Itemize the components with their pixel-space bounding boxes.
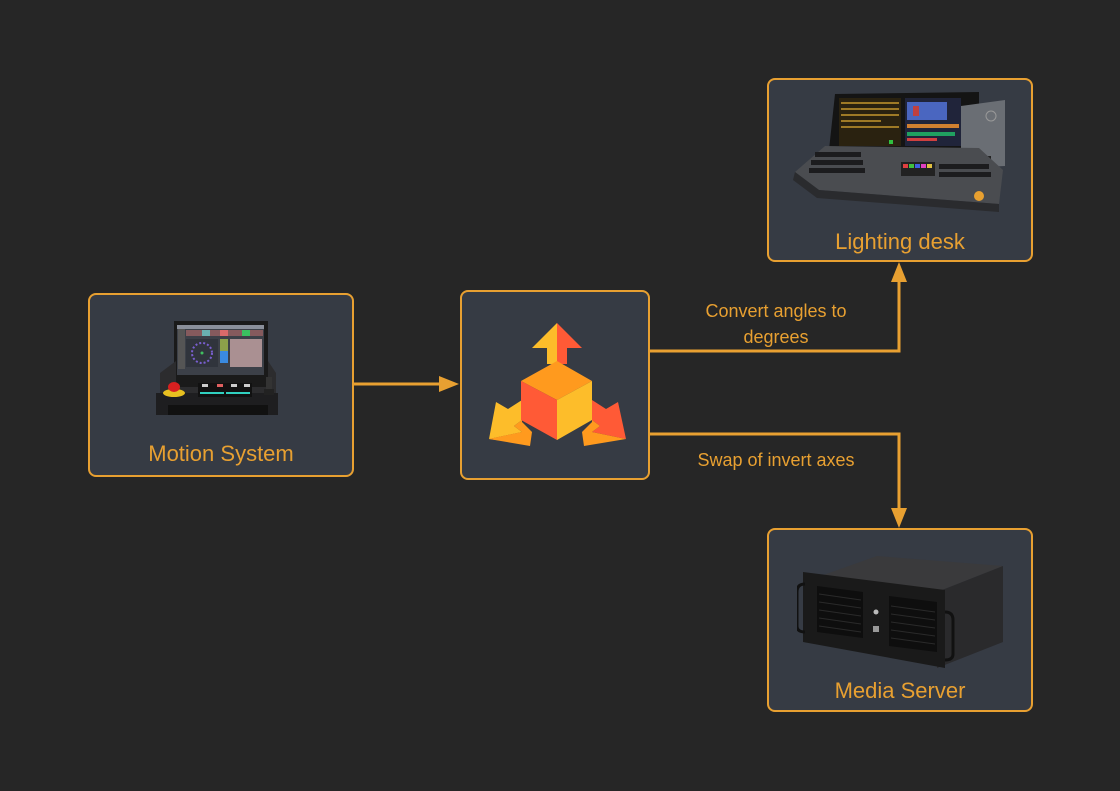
arrowhead — [891, 262, 907, 282]
node-lighting-desk[interactable]: Lighting desk — [767, 78, 1033, 262]
node-motion-system[interactable]: Motion System — [88, 293, 354, 477]
arrowhead — [439, 376, 459, 392]
rack-server-icon — [797, 556, 1003, 668]
node-hub[interactable] — [460, 290, 650, 480]
node-label: Motion System — [148, 441, 294, 466]
edge-label-text: Swap of invert axes — [697, 450, 855, 470]
lighting-console-icon — [793, 92, 1005, 212]
node-media-server[interactable]: Media Server — [767, 528, 1033, 712]
edge-hub-to-lighting-desk — [650, 262, 907, 353]
arrowhead — [891, 508, 907, 528]
edge-label-to-lighting-desk: Convert angles to degrees — [676, 298, 876, 350]
edge-motion-to-hub — [354, 376, 459, 392]
edge-label-line: degrees — [743, 327, 809, 347]
edge-label-to-media-server: Swap of invert axes — [666, 447, 886, 473]
edge-label-line: Convert angles to — [705, 301, 847, 321]
3d-cube-axes-arrows-icon — [489, 323, 626, 446]
node-label: Media Server — [834, 678, 966, 703]
motion-control-console-icon — [156, 321, 278, 415]
edge-hub-to-media-server — [650, 432, 907, 528]
node-label: Lighting desk — [835, 229, 965, 254]
